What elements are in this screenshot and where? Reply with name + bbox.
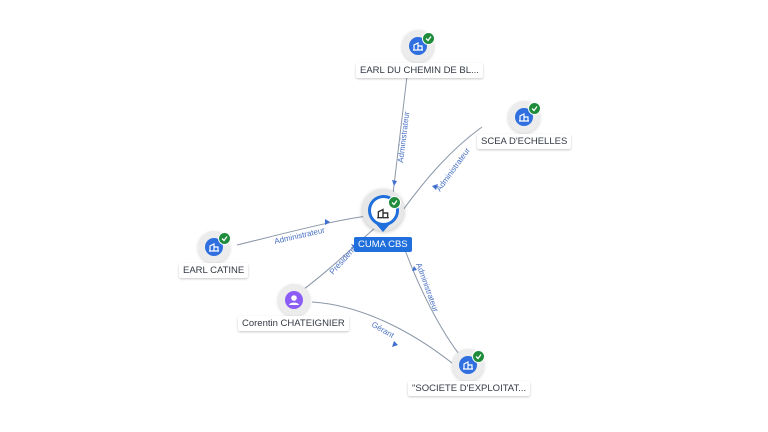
- verified-check-icon: [472, 350, 485, 363]
- node-label: EARL DU CHEMIN DE BL...: [356, 63, 483, 78]
- edge-label-administrateur: Administrateur: [396, 111, 411, 164]
- edge-scea-center: [402, 126, 483, 211]
- edge-corentin-societe: [311, 301, 453, 364]
- arrow-icon: [325, 219, 330, 225]
- edge-label-administrateur: Administrateur: [414, 262, 440, 314]
- edge-label-gerant: Gérant: [370, 320, 396, 340]
- verified-check-icon: [388, 196, 401, 209]
- arrow-icon: [392, 180, 397, 186]
- pin-tip-icon: [376, 224, 390, 232]
- node-label: "SOCIETE D'EXPLOITAT...: [408, 381, 531, 396]
- person-icon: [285, 291, 303, 309]
- center-label: CUMA CBS: [354, 237, 412, 252]
- edge-corentin-center: [299, 227, 376, 293]
- node-label: EARL CATINE: [179, 263, 249, 278]
- edge-label-administrateur: Administrateur: [273, 226, 326, 246]
- arrow-icon: [392, 341, 398, 347]
- arrow-icon: [412, 266, 417, 271]
- edge-societe-center: [404, 249, 463, 359]
- edge-label-administrateur: Administrateur: [434, 146, 472, 193]
- edge-earl-catine-center: [236, 215, 369, 246]
- node-label: SCEA D'ECHELLES: [477, 134, 572, 149]
- verified-check-icon: [218, 232, 231, 245]
- verified-check-icon: [422, 32, 435, 45]
- node-label: Corentin CHATEIGNIER: [238, 316, 349, 331]
- verified-check-icon: [528, 102, 541, 115]
- arrow-icon: [432, 184, 438, 190]
- edge-earl-chemin-center: [392, 75, 408, 195]
- company-icon: [377, 208, 389, 219]
